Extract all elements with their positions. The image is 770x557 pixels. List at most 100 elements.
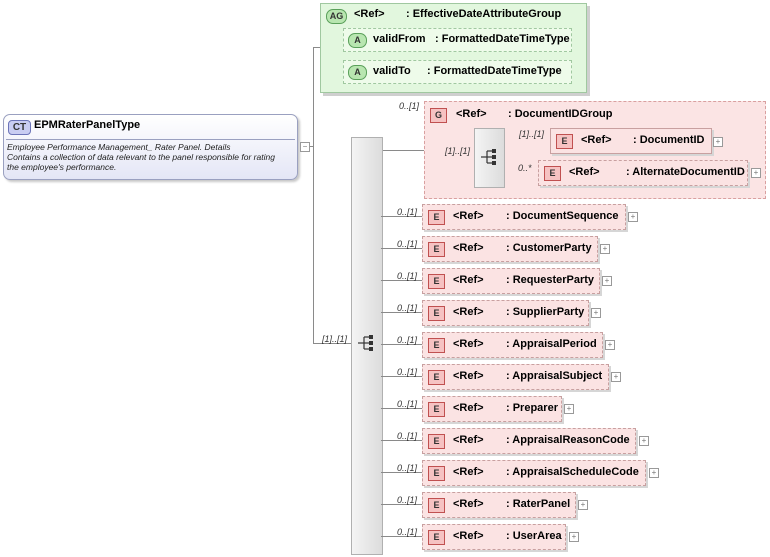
- doc-line: Employee Performance Management_ Rater P…: [7, 142, 231, 152]
- group-ref: <Ref>: [456, 108, 487, 120]
- attribute-valid-from[interactable]: A validFrom : FormattedDateTimeType: [343, 28, 572, 52]
- plus-icon[interactable]: +: [611, 372, 621, 382]
- element-name: : AppraisalReasonCode: [506, 434, 630, 446]
- element-ref: <Ref>: [453, 338, 484, 350]
- plus-icon[interactable]: +: [569, 532, 579, 542]
- sequence-cardinality: [1]..[1]: [322, 334, 348, 344]
- element-name: : DocumentSequence: [506, 210, 619, 222]
- element-cardinality: 0..[1]: [397, 303, 418, 313]
- element-badge: E: [428, 402, 445, 417]
- connector: [313, 47, 321, 48]
- plus-icon[interactable]: +: [564, 404, 574, 414]
- element-cardinality: 0..[1]: [397, 271, 418, 281]
- plus-icon[interactable]: +: [751, 168, 761, 178]
- doc-line: Contains a collection of data relevant t…: [7, 152, 275, 162]
- connector: [381, 312, 422, 313]
- element-badge: E: [544, 166, 561, 181]
- connector: [381, 248, 422, 249]
- attribute-name: validTo: [373, 65, 411, 77]
- element-name: : CustomerParty: [506, 242, 592, 254]
- complex-type-box[interactable]: CT EPMRaterPanelType Employee Performanc…: [3, 114, 298, 180]
- plus-icon[interactable]: +: [639, 436, 649, 446]
- minus-icon[interactable]: −: [300, 142, 310, 152]
- element-cardinality: 0..[1]: [397, 431, 418, 441]
- element-name: : AppraisalPeriod: [506, 338, 597, 350]
- element-cardinality: 0..[1]: [397, 367, 418, 377]
- element-cardinality: 0..[1]: [397, 239, 418, 249]
- complex-type-badge: CT: [8, 120, 31, 135]
- group-badge: G: [430, 108, 447, 123]
- element-rater-panel[interactable]: E <Ref> : RaterPanel: [422, 492, 576, 518]
- plus-icon[interactable]: +: [591, 308, 601, 318]
- attribute-group-name: : EffectiveDateAttributeGroup: [406, 8, 562, 20]
- element-badge: E: [428, 242, 445, 257]
- attribute-name: validFrom: [373, 33, 426, 45]
- plus-icon[interactable]: +: [578, 500, 588, 510]
- element-ref: <Ref>: [453, 466, 484, 478]
- connector: [313, 47, 314, 343]
- connector: [381, 216, 422, 217]
- sequence-compositor-icon: [481, 149, 496, 165]
- complex-type-name: EPMRaterPanelType: [34, 119, 141, 131]
- element-appraisal-reason-code[interactable]: E <Ref> : AppraisalReasonCode: [422, 428, 636, 454]
- connector: [381, 280, 422, 281]
- attribute-group-badge: AG: [326, 9, 347, 24]
- attribute-badge: A: [348, 33, 367, 48]
- connector: [381, 472, 422, 473]
- element-badge: E: [428, 498, 445, 513]
- group-sequence-cardinality: [1]..[1]: [445, 146, 471, 156]
- element-name: : UserArea: [506, 530, 562, 542]
- element-badge: E: [556, 134, 573, 149]
- element-name: : SupplierParty: [506, 306, 585, 318]
- connector: [381, 536, 422, 537]
- plus-icon[interactable]: +: [628, 212, 638, 222]
- element-document-sequence[interactable]: E <Ref> : DocumentSequence: [422, 204, 626, 230]
- plus-icon[interactable]: +: [649, 468, 659, 478]
- element-ref: <Ref>: [453, 402, 484, 414]
- element-appraisal-schedule-code[interactable]: E <Ref> : AppraisalScheduleCode: [422, 460, 646, 486]
- element-document-id[interactable]: E <Ref> : DocumentID: [550, 128, 712, 154]
- element-preparer[interactable]: E <Ref> : Preparer: [422, 396, 562, 422]
- element-ref: <Ref>: [453, 210, 484, 222]
- connector: [313, 343, 351, 344]
- element-badge: E: [428, 210, 445, 225]
- element-appraisal-subject[interactable]: E <Ref> : AppraisalSubject: [422, 364, 609, 390]
- plus-icon[interactable]: +: [602, 276, 612, 286]
- divider: [6, 139, 295, 140]
- element-name: : RequesterParty: [506, 274, 595, 286]
- element-name: : DocumentID: [633, 134, 705, 146]
- element-cardinality: 0..[1]: [397, 495, 418, 505]
- element-ref: <Ref>: [581, 134, 612, 146]
- element-name: : AppraisalSubject: [506, 370, 603, 382]
- plus-icon[interactable]: +: [713, 137, 723, 147]
- attribute-type: : FormattedDateTimeType: [435, 33, 570, 45]
- attribute-group-box[interactable]: AG <Ref> : EffectiveDateAttributeGroup A…: [320, 3, 587, 93]
- attribute-badge: A: [348, 65, 367, 80]
- plus-icon[interactable]: +: [600, 244, 610, 254]
- attribute-valid-to[interactable]: A validTo : FormattedDateTimeType: [343, 60, 572, 84]
- connector: [381, 344, 422, 345]
- connector: [381, 408, 422, 409]
- group-name: : DocumentIDGroup: [508, 108, 613, 120]
- element-cardinality: 0..*: [518, 163, 532, 173]
- element-cardinality: 0..[1]: [397, 463, 418, 473]
- attribute-type: : FormattedDateTimeType: [427, 65, 562, 77]
- sequence-compositor[interactable]: [351, 137, 383, 555]
- element-appraisal-period[interactable]: E <Ref> : AppraisalPeriod: [422, 332, 603, 358]
- element-alternate-document-id[interactable]: E <Ref> : AlternateDocumentID: [538, 160, 748, 186]
- element-ref: <Ref>: [569, 166, 600, 178]
- complex-type-documentation: Employee Performance Management_ Rater P…: [7, 142, 294, 172]
- group-sequence-compositor[interactable]: [474, 128, 505, 188]
- plus-icon[interactable]: +: [605, 340, 615, 350]
- group-cardinality: 0..[1]: [399, 101, 420, 111]
- doc-line: the employee's performance.: [7, 162, 117, 172]
- element-badge: E: [428, 370, 445, 385]
- element-supplier-party[interactable]: E <Ref> : SupplierParty: [422, 300, 589, 326]
- connector: [381, 376, 422, 377]
- element-user-area[interactable]: E <Ref> : UserArea: [422, 524, 566, 550]
- element-cardinality: [1]..[1]: [519, 129, 545, 139]
- element-cardinality: 0..[1]: [397, 207, 418, 217]
- element-customer-party[interactable]: E <Ref> : CustomerParty: [422, 236, 598, 262]
- element-ref: <Ref>: [453, 370, 484, 382]
- element-requester-party[interactable]: E <Ref> : RequesterParty: [422, 268, 600, 294]
